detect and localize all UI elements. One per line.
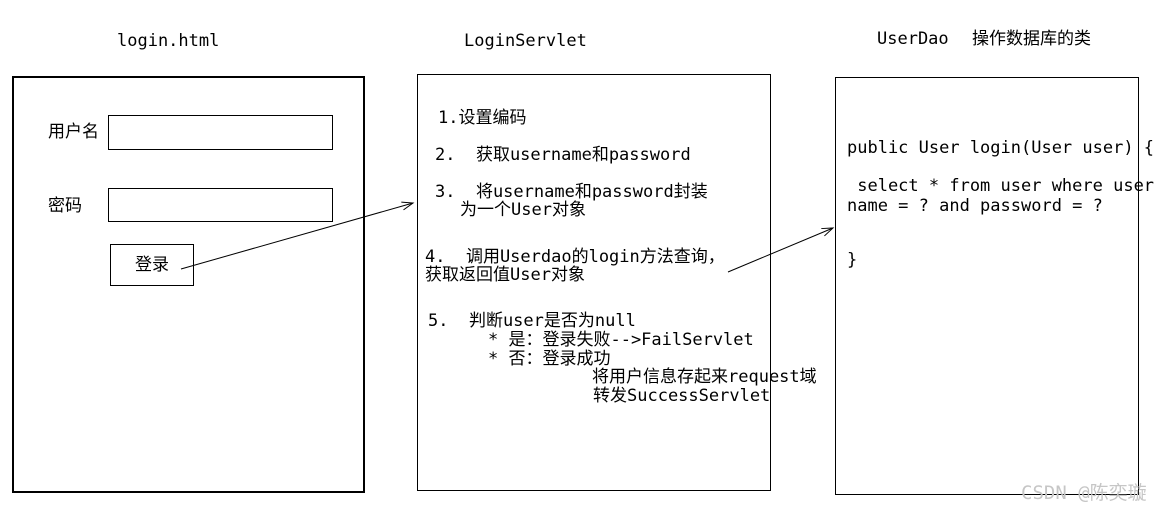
- servlet-step-5-yes-branch: * 是：登录失败-->FailServlet: [488, 330, 754, 350]
- username-input[interactable]: [108, 115, 333, 150]
- dao-code-sql-line-2: name = ? and password = ?: [847, 196, 1103, 216]
- dao-code-closing-brace: }: [847, 250, 858, 270]
- servlet-step-4-line-2: 获取返回值User对象: [425, 265, 585, 285]
- password-label: 密码: [48, 196, 82, 216]
- dao-code-sql-line-1: select * from user where user: [847, 176, 1155, 196]
- user-dao-subtitle: 操作数据库的类: [972, 29, 1091, 49]
- user-dao-title: UserDao: [877, 29, 949, 49]
- servlet-step-5-no-branch: * 否：登录成功: [488, 349, 611, 369]
- servlet-step-5-no-detail-2: 转发SuccessServlet: [593, 386, 771, 406]
- servlet-step-5-no-detail-1: 将用户信息存起来request域: [592, 367, 817, 387]
- servlet-step-2: 2. 获取username和password: [435, 145, 691, 165]
- user-dao-box: [835, 77, 1139, 495]
- login-page-box: 用户名 密码 登录: [12, 76, 365, 493]
- servlet-step-5: 5. 判断user是否为null: [428, 311, 636, 331]
- servlet-step-4-line-1: 4. 调用Userdao的login方法查询，: [425, 247, 725, 267]
- watermark: CSDN @陈奕璇: [1021, 482, 1147, 504]
- dao-code-signature: public User login(User user) {: [847, 138, 1155, 158]
- login-servlet-title: LoginServlet: [464, 31, 587, 51]
- password-input[interactable]: [108, 188, 333, 222]
- username-label: 用户名: [48, 122, 99, 142]
- servlet-step-3-line-1: 3. 将username和password封装: [435, 182, 708, 202]
- login-servlet-box: [417, 74, 771, 491]
- servlet-step-3-line-2: 为一个User对象: [460, 200, 586, 220]
- login-page-title: login.html: [117, 31, 220, 51]
- servlet-step-1: 1.设置编码: [438, 108, 527, 128]
- login-button[interactable]: 登录: [110, 244, 194, 286]
